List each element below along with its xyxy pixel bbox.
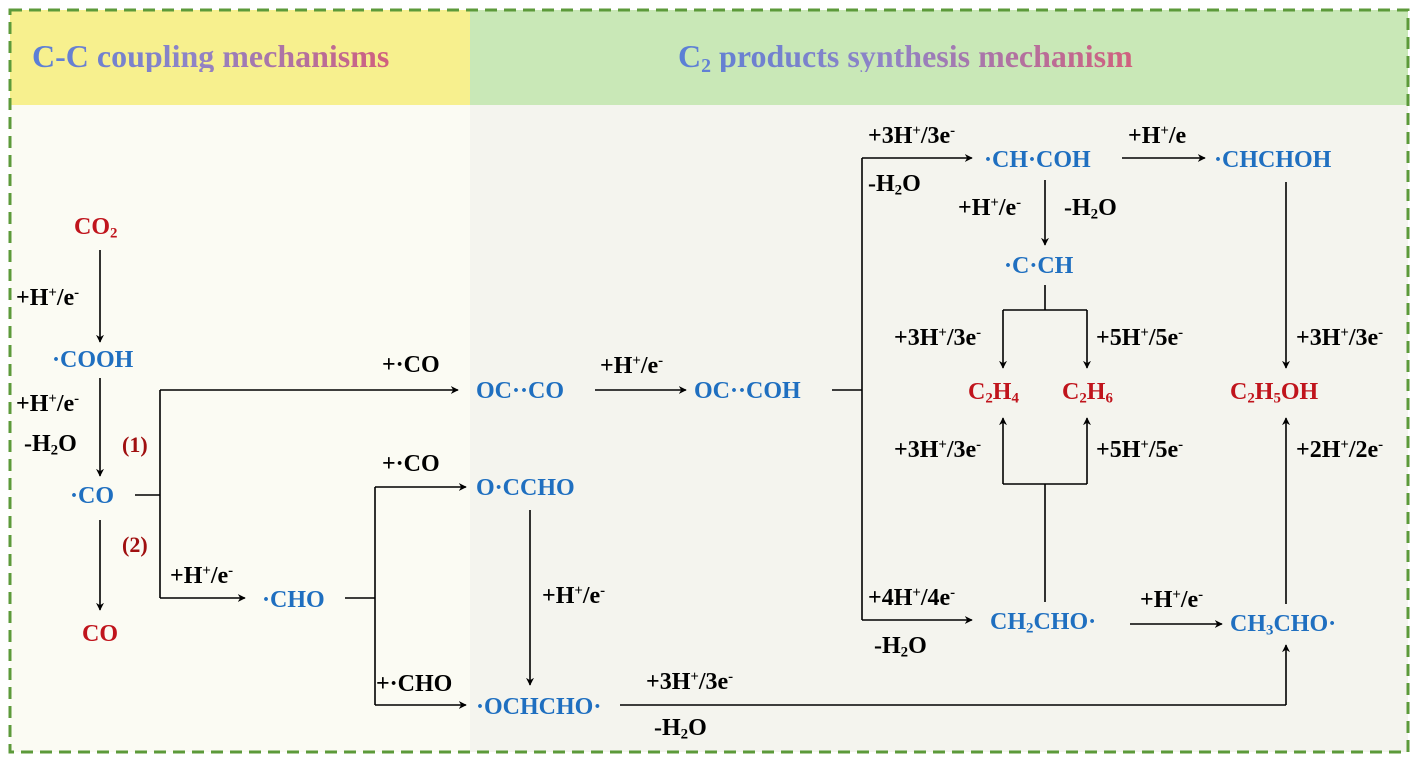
species-co-gas: CO: [82, 621, 118, 647]
species-ch3cho: CH3CHO·: [1230, 611, 1337, 639]
species-co-adsorbed: ·CO: [70, 483, 115, 509]
product-c2h4: C2H4: [968, 379, 1019, 407]
step-label-cooh-co-water: -H2O: [24, 431, 77, 459]
species-ch2cho: CH2CHO·: [990, 609, 1097, 637]
pathway-label-2: (2): [122, 532, 148, 557]
header-right-title: C2 products synthesis mechanism: [678, 38, 1133, 77]
species-chchoh: ·CHCHOH: [1214, 147, 1332, 173]
right-header-band: [470, 10, 1408, 105]
step-label-chcoh-chchoh: +H+/e: [1128, 122, 1187, 149]
step-label-plus-co-upper: +·CO: [382, 352, 440, 378]
product-c2h6: C2H6: [1062, 379, 1113, 407]
step-label-co-cho: +H+/e-: [170, 562, 234, 589]
step-label-ch3cho-c2h5oh: +2H+/2e-: [1296, 436, 1384, 463]
species-occoh: OC··COH: [694, 378, 801, 404]
step-label-occho-ochcho: +H+/e-: [542, 582, 606, 609]
species-chcoh: ·CH·COH: [984, 147, 1091, 173]
step-label-occoh-chcoh: +3H+/3e-: [868, 122, 956, 149]
step-label-ochcho-ch3cho: +3H+/3e-: [646, 668, 734, 695]
step-label-occoh-ch2cho: +4H+/4e-: [868, 584, 956, 611]
right-panel-background: [470, 105, 1408, 752]
species-cho: ·CHO: [262, 587, 325, 613]
step-label-ochcho-water: -H2O: [654, 715, 707, 743]
species-co2: CO2: [74, 214, 118, 242]
step-label-chcoh-cch: +H+/e-: [958, 194, 1022, 221]
step-label-ch2cho-c2h4: +3H+/3e-: [894, 436, 982, 463]
step-label-chcoh-cch-water: -H2O: [1064, 195, 1117, 223]
step-label-occoh-chcoh-water: -H2O: [868, 171, 921, 199]
dashed-border: [8, 8, 1410, 754]
pathway-label-1: (1): [122, 432, 148, 457]
species-occo: OC··CO: [476, 378, 565, 404]
step-label-chchoh-c2h5oh: +3H+/3e-: [1296, 324, 1384, 351]
step-label-cch-c2h4: +3H+/3e-: [894, 324, 982, 351]
step-label-plus-cho: +·CHO: [376, 671, 453, 697]
step-label-cch-c2h6: +5H+/5e-: [1096, 324, 1184, 351]
step-label-occo-occoh: +H+/e-: [600, 352, 664, 379]
step-label-ch2cho-ch3cho: +H+/e-: [1140, 586, 1204, 613]
product-c2h5oh: C2H5OH: [1230, 379, 1319, 407]
step-label-cooh-co: +H+/e-: [16, 390, 80, 417]
step-label-co2-cooh: +H+/e-: [16, 284, 80, 311]
step-label-ch2cho-c2h6: +5H+/5e-: [1096, 436, 1184, 463]
step-label-occoh-ch2cho-water: -H2O: [874, 633, 927, 661]
connectors: [96, 154, 1290, 709]
species-cooh: ·COOH: [52, 347, 134, 373]
species-cch: ·C·CH: [1004, 253, 1074, 279]
species-occho: O·CCHO: [476, 475, 575, 501]
left-header-band: [10, 10, 470, 105]
species-ochcho: ·OCHCHO·: [476, 694, 602, 720]
step-label-plus-co-lower: +·CO: [382, 451, 440, 477]
header-left-title: C-C coupling mechanisms: [32, 38, 390, 74]
